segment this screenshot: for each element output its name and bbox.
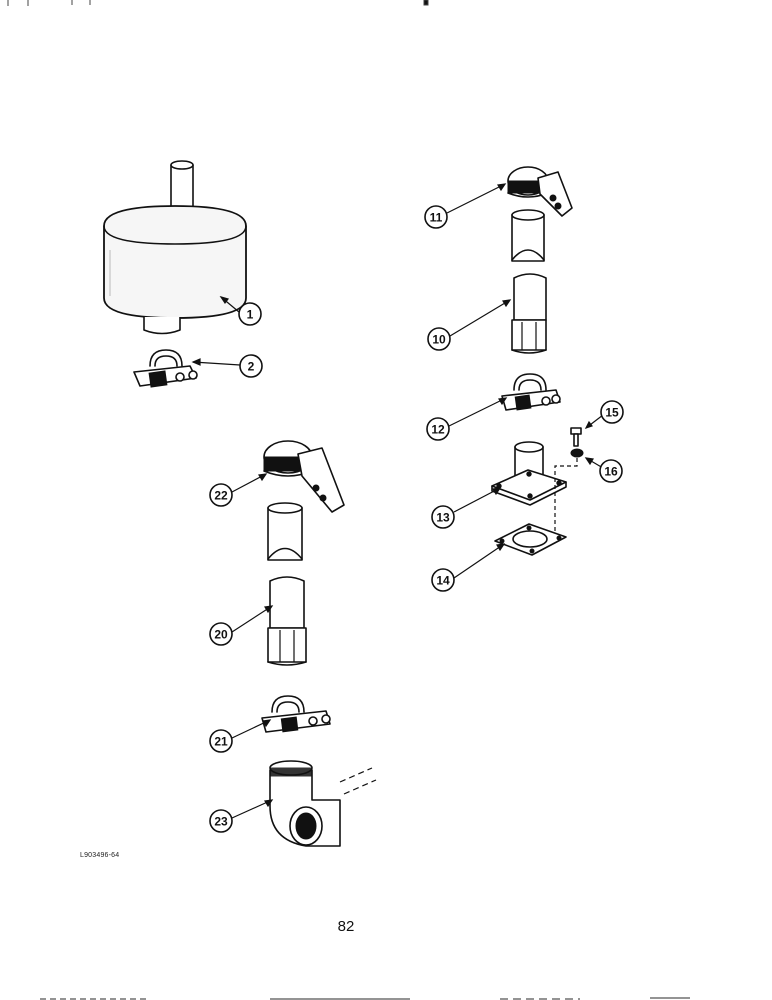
elbow-part-23 (269, 760, 341, 847)
exhaust-direction-marks (339, 767, 377, 795)
callout-12: 12 (426, 417, 450, 441)
page-number: 82 (337, 918, 355, 935)
callout-10-label: 10 (432, 333, 446, 347)
callout-13-label: 13 (436, 511, 450, 525)
callout-15-label: 15 (605, 406, 619, 420)
callout-13: 13 (431, 505, 455, 529)
callout-16: 16 (599, 459, 623, 483)
callout-2: 2 (239, 354, 263, 378)
washer-part-16 (570, 448, 584, 458)
pipe-pieces-center (267, 502, 307, 666)
callout-14-label: 14 (436, 574, 450, 588)
callout-11-label: 11 (430, 211, 443, 225)
alignment-dashed-line (554, 458, 578, 538)
callout-21: 21 (209, 729, 233, 753)
gasket-part-14 (494, 523, 567, 556)
rain-cap-part-22 (263, 440, 345, 513)
callout-21-label: 21 (214, 735, 228, 749)
muffler-part (103, 160, 247, 335)
drawing-reference-id: L903496-64 (80, 852, 120, 859)
flange-pipe-part-13 (491, 441, 567, 506)
bolt-part-15 (570, 427, 582, 447)
callout-11: 11 (424, 205, 448, 229)
clamp-part-12 (501, 373, 561, 411)
callout-12-label: 12 (431, 423, 445, 437)
callout-2-label: 2 (248, 360, 255, 374)
callout-23: 23 (209, 809, 233, 833)
callout-22: 22 (209, 483, 233, 507)
callout-1: 1 (238, 302, 262, 326)
clamp-part-21 (261, 695, 331, 733)
leader-lines (191, 183, 604, 819)
scan-marks-top (7, 0, 429, 6)
pipe-pieces-right (511, 209, 547, 354)
callout-10: 10 (427, 327, 451, 351)
callout-16-label: 16 (604, 465, 618, 479)
callout-1-label: 1 (247, 308, 254, 322)
callout-22-label: 22 (214, 489, 228, 503)
callout-23-label: 23 (214, 815, 228, 829)
callout-15: 15 (600, 400, 624, 424)
scan-marks-bottom (40, 997, 690, 1000)
callout-20-label: 20 (214, 628, 228, 642)
callout-20: 20 (209, 622, 233, 646)
clamp-part-2 (133, 349, 198, 388)
rain-cap-part-11 (507, 166, 573, 217)
callout-14: 14 (431, 568, 455, 592)
